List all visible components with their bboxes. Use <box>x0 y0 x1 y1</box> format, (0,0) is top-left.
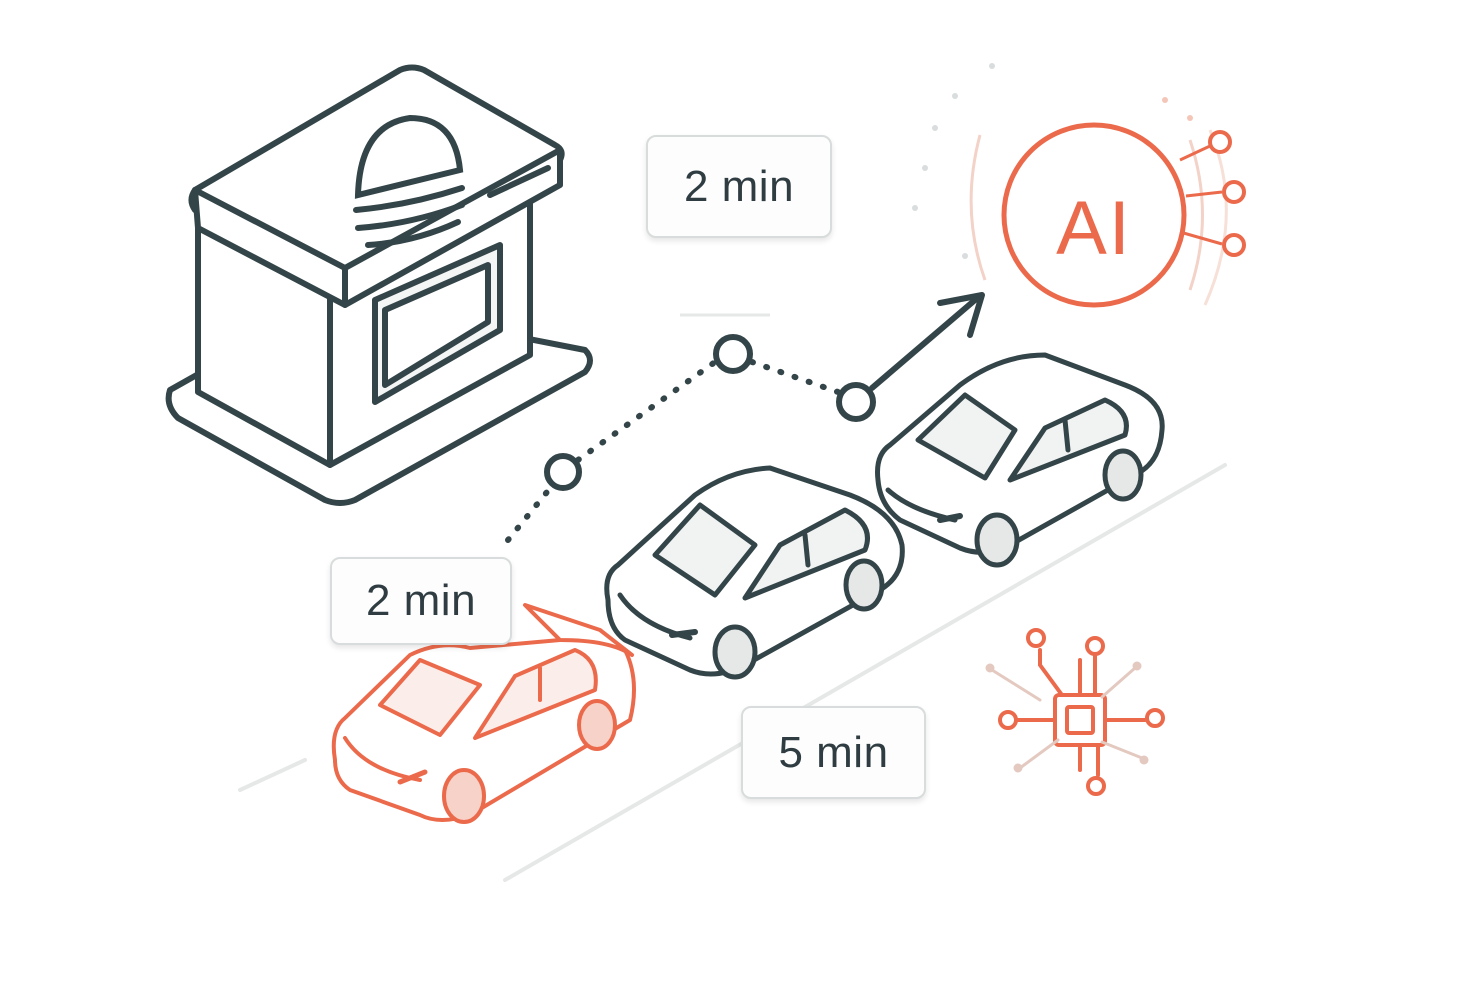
burger-icon <box>353 114 465 248</box>
chip-icon <box>985 628 1165 796</box>
ai-label: AI <box>1056 185 1132 271</box>
time-badge-left: 2 min <box>330 557 512 645</box>
car-icon <box>875 352 1165 568</box>
car-icon <box>331 603 636 824</box>
route-arrow-icon <box>505 292 985 543</box>
time-badge-bottom: 5 min <box>741 706 926 799</box>
ai-circle-icon <box>912 63 1246 308</box>
time-badge-top: 2 min <box>646 135 832 238</box>
car-icon <box>604 465 905 680</box>
road-lines <box>238 463 1227 882</box>
